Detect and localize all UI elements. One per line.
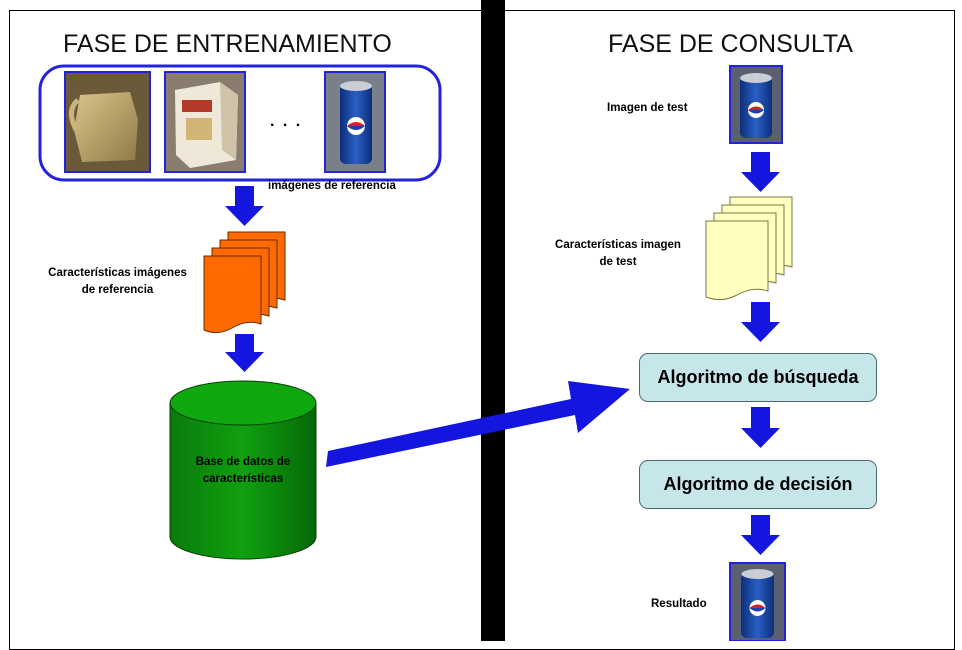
box-thumbnail bbox=[164, 71, 246, 173]
reference-features-label-line1: Características imágenes bbox=[48, 267, 187, 279]
arrow-features-to-database bbox=[225, 334, 264, 372]
result-label: Resultado bbox=[651, 598, 707, 610]
test-image-label: Imagen de test bbox=[607, 102, 688, 114]
arrow-features-to-search bbox=[741, 302, 780, 342]
features-database-cylinder bbox=[169, 380, 317, 560]
reference-features-label: Características imágenes de referencia bbox=[30, 265, 205, 300]
arrow-images-to-features bbox=[225, 186, 264, 226]
phase-divider bbox=[481, 0, 505, 641]
reference-features-stack bbox=[203, 231, 286, 334]
training-phase-heading: FASE DE ENTRENAMIENTO bbox=[63, 30, 392, 58]
arrow-search-to-decision bbox=[741, 407, 780, 448]
arrow-decision-to-result bbox=[741, 515, 780, 555]
test-features-stack bbox=[705, 196, 793, 301]
ellipsis-text: . . . bbox=[270, 113, 303, 130]
reference-features-label-line2: de referencia bbox=[81, 284, 154, 297]
test-features-label-line2: de test bbox=[599, 256, 637, 269]
jug-thumbnail bbox=[64, 71, 151, 173]
database-label: Base de datos de características bbox=[170, 454, 316, 489]
reference-images-label: imágenes de referencia bbox=[268, 180, 396, 192]
database-label-line2: características bbox=[202, 473, 284, 486]
decision-algorithm-box: Algoritmo de decisión bbox=[639, 460, 877, 509]
search-algorithm-box: Algoritmo de búsqueda bbox=[639, 353, 877, 402]
test-features-label-line1: Características imagen bbox=[555, 239, 681, 251]
test-image-thumbnail bbox=[729, 65, 783, 144]
arrow-test-to-features bbox=[741, 152, 780, 192]
query-phase-heading: FASE DE CONSULTA bbox=[608, 30, 853, 58]
arrow-database-to-search bbox=[326, 381, 630, 467]
database-label-line1: Base de datos de bbox=[195, 456, 291, 468]
result-image-thumbnail bbox=[729, 562, 786, 641]
can-thumbnail bbox=[324, 71, 386, 173]
test-features-label: Características imagen de test bbox=[538, 237, 698, 272]
